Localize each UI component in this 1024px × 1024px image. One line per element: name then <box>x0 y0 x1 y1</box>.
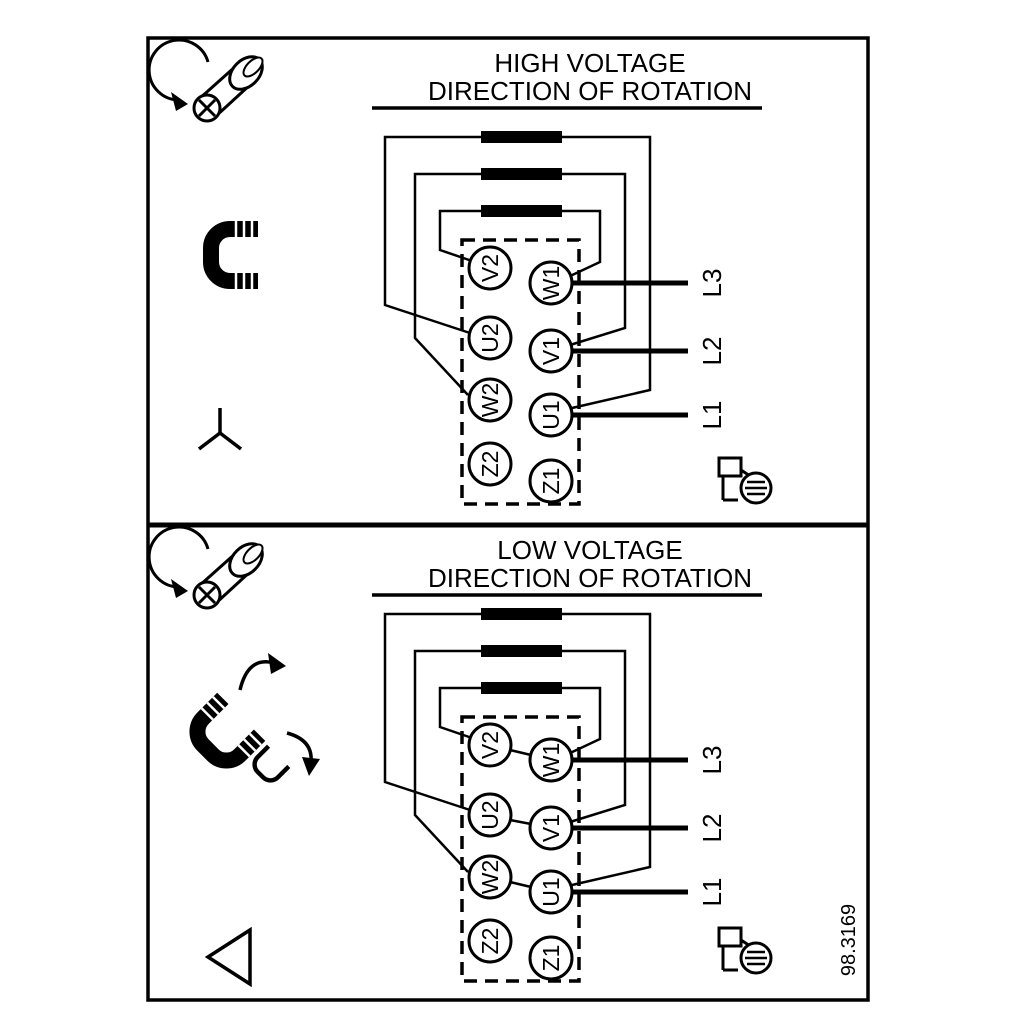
terminal-label-w2: W2 <box>477 860 503 895</box>
star-symbol-icon <box>197 408 243 451</box>
terminal-label-z1: Z1 <box>538 945 564 972</box>
panel-title-line1: LOW VOLTAGE <box>497 535 682 565</box>
figure-number: 98.3169 <box>838 904 860 976</box>
panel-title-line1: HIGH VOLTAGE <box>494 48 685 78</box>
supply-label-l1: L1 <box>697 401 727 430</box>
terminal-label-v1: V1 <box>538 814 564 842</box>
terminal-label-v2: V2 <box>477 731 503 759</box>
supply-label-l1: L1 <box>697 878 727 907</box>
terminal-label-w1: W1 <box>538 266 564 301</box>
terminal-assembly <box>385 131 688 504</box>
terminal-label-v2: V2 <box>477 254 503 282</box>
terminal-label-u1: U1 <box>538 877 564 906</box>
panel-title-line2: DIRECTION OF ROTATION <box>428 76 752 106</box>
delta-symbol-icon <box>204 926 252 988</box>
supply-label-l3: L3 <box>697 269 727 298</box>
terminal-label-z2: Z2 <box>477 451 503 478</box>
delta-bridges <box>509 748 532 889</box>
diagram-border <box>146 36 870 1002</box>
rotation-check-icon <box>717 456 773 505</box>
supply-label-l3: L3 <box>697 746 727 775</box>
high-voltage-panel: HIGH VOLTAGE DIRECTION OF ROTATION V2 U2… <box>147 38 773 505</box>
screw-icon <box>147 38 271 123</box>
rotation-check-icon <box>717 926 773 975</box>
terminal-label-w2: W2 <box>477 383 503 418</box>
terminal-label-v1: V1 <box>538 337 564 365</box>
terminal-label-z2: Z2 <box>477 928 503 955</box>
terminal-label-w1: W1 <box>538 743 564 778</box>
jumper-icon <box>211 221 258 289</box>
terminal-assembly <box>385 608 688 981</box>
panel-title-line2: DIRECTION OF ROTATION <box>428 563 752 593</box>
low-voltage-panel: LOW VOLTAGE DIRECTION OF ROTATION V2 U2 … <box>147 525 773 988</box>
screw-icon <box>147 525 271 610</box>
supply-label-l2: L2 <box>697 814 727 843</box>
jumper-move-icon <box>184 653 320 783</box>
terminal-label-u2: U2 <box>477 323 503 352</box>
supply-label-l2: L2 <box>697 337 727 366</box>
terminal-label-u1: U1 <box>538 400 564 429</box>
terminal-label-z1: Z1 <box>538 468 564 495</box>
terminal-label-u2: U2 <box>477 800 503 829</box>
